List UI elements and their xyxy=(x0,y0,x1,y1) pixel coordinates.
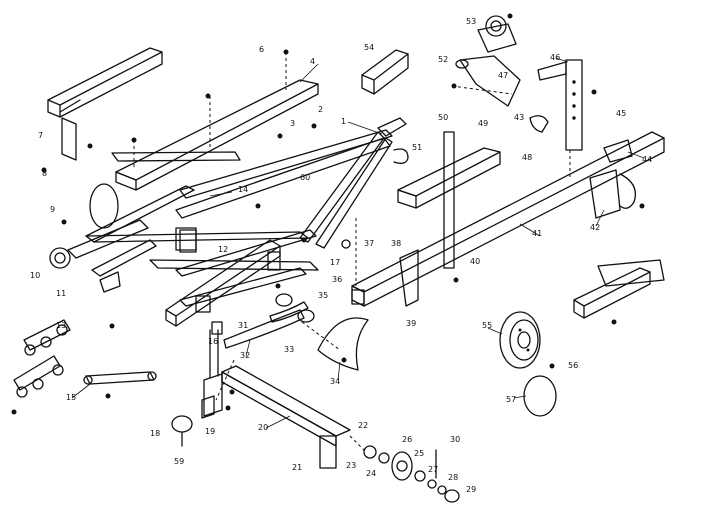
callout-9: 9 xyxy=(50,205,55,214)
bolster-bracket-top-right xyxy=(361,49,409,95)
bunk-board-left xyxy=(115,79,319,191)
roller-bracket xyxy=(201,395,215,419)
callout-43: 43 xyxy=(514,113,524,122)
callout-32: 32 xyxy=(240,351,250,360)
callout-37: 37 xyxy=(364,239,374,248)
keel-roller xyxy=(171,415,193,447)
callout-45: 45 xyxy=(616,109,626,118)
callout-11: 11 xyxy=(56,289,66,298)
assembly-lines xyxy=(133,52,571,453)
callout-25: 25 xyxy=(414,449,424,458)
callout-26: 26 xyxy=(402,435,412,444)
callout-20: 20 xyxy=(258,423,268,432)
callout-7: 7 xyxy=(38,131,43,140)
callout-2: 2 xyxy=(318,105,323,114)
bunk-bracket-50 xyxy=(443,131,455,269)
callout-28: 28 xyxy=(448,473,458,482)
tongue-beam xyxy=(351,131,665,307)
callout-60: 60 xyxy=(300,173,310,182)
callout-48: 48 xyxy=(522,153,532,162)
callout-13: 13 xyxy=(56,321,66,330)
callout-39: 39 xyxy=(406,319,416,328)
callout-40: 40 xyxy=(470,257,480,266)
callout-36: 36 xyxy=(332,275,342,284)
callout-14: 14 xyxy=(238,185,248,194)
callout-23: 23 xyxy=(346,461,356,470)
bolster-bracket-top-left xyxy=(47,47,163,161)
lower-axle-arm xyxy=(203,329,351,469)
callout-34: 34 xyxy=(330,377,340,386)
callout-16: 16 xyxy=(208,337,218,346)
callout-59: 59 xyxy=(174,457,184,466)
fastener-markers xyxy=(11,13,645,415)
callout-47: 47 xyxy=(498,71,508,80)
callout-29: 29 xyxy=(466,485,476,494)
callout-10: 10 xyxy=(30,271,40,280)
callout-17: 17 xyxy=(330,258,340,267)
callout-19: 19 xyxy=(205,427,215,436)
callout-12: 12 xyxy=(218,245,228,254)
fender-bracket xyxy=(223,301,309,349)
callout-1: 1 xyxy=(341,117,346,126)
callout-18: 18 xyxy=(150,429,160,438)
callout-30: 30 xyxy=(450,435,460,444)
small-hardware xyxy=(175,115,549,335)
callout-31: 31 xyxy=(238,321,248,330)
callout-4: 4 xyxy=(310,57,315,66)
fender xyxy=(317,317,369,371)
callout-51: 51 xyxy=(412,143,422,152)
callout-57: 57 xyxy=(506,395,516,404)
winch-stand xyxy=(455,15,583,151)
tongue-stub-right xyxy=(573,259,665,319)
callout-33: 33 xyxy=(284,345,294,354)
callout-52: 52 xyxy=(438,55,448,64)
callout-50: 50 xyxy=(438,113,448,122)
callout-41: 41 xyxy=(532,229,542,238)
bracket-38 xyxy=(399,249,419,307)
callout-3: 3 xyxy=(290,119,295,128)
leader-lines xyxy=(71,57,645,429)
callout-38: 38 xyxy=(391,239,401,248)
callout-6: 6 xyxy=(259,45,264,54)
callout-35: 35 xyxy=(318,291,328,300)
callout-55: 55 xyxy=(482,321,492,330)
callout-24: 24 xyxy=(366,469,376,478)
callout-42: 42 xyxy=(590,223,600,232)
callout-8: 8 xyxy=(42,169,47,178)
callout-21: 21 xyxy=(292,463,302,472)
callout-56: 56 xyxy=(568,361,578,370)
bunk-board-bottom xyxy=(111,151,241,162)
callout-49: 49 xyxy=(478,119,488,128)
callout-22: 22 xyxy=(358,421,368,430)
callout-44: 44 xyxy=(642,155,652,164)
hub-bearing-assembly xyxy=(363,445,460,503)
callout-53: 53 xyxy=(466,17,476,26)
callout-54: 54 xyxy=(364,43,374,52)
callout-27: 27 xyxy=(428,465,438,474)
hub-cap xyxy=(523,375,557,417)
callout-46: 46 xyxy=(550,53,560,62)
callout-15: 15 xyxy=(66,393,76,402)
axle-15 xyxy=(83,371,157,385)
jack-bracket xyxy=(589,139,637,219)
leaf-spring-assembly xyxy=(13,319,71,398)
callout-labels: 1 2 3 4 6 7 8 9 10 11 12 13 14 15 16 17 … xyxy=(30,17,652,494)
wheel xyxy=(499,311,541,369)
bunk-board-right xyxy=(397,147,501,209)
